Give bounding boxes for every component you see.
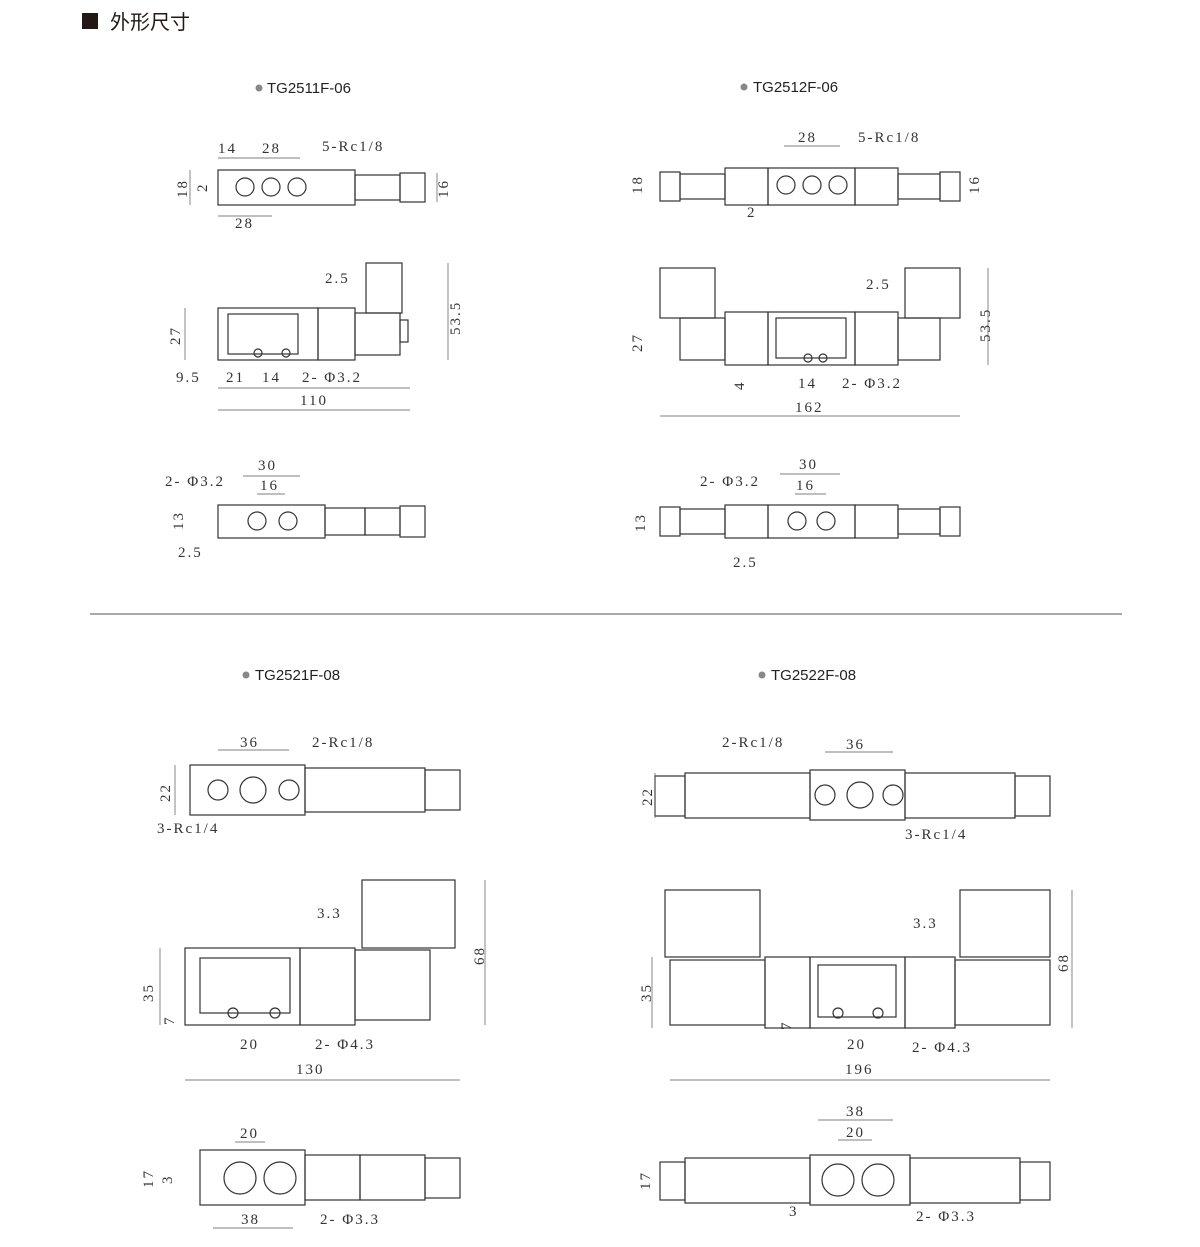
model-tg2511f-06: TG2511F-06 14 28 5-Rc1/8 18 2 16 28 [165, 80, 464, 561]
dim-label: 14 [798, 376, 817, 392]
bullet-icon [740, 83, 748, 91]
model-tg2512f-06: TG2512F-06 28 5-Rc1/8 18 16 2 [630, 79, 994, 571]
dim-label: 4 [732, 381, 748, 391]
dim-label: 68 [1056, 953, 1072, 972]
dim-label: 21 [226, 370, 245, 386]
top-view: 28 5-Rc1/8 18 16 2 [630, 130, 983, 221]
dim-label: 20 [240, 1037, 259, 1053]
dim-label: 5-Rc1/8 [322, 139, 384, 155]
dim-label: 196 [845, 1062, 874, 1078]
bottom-view: 20 17 3 38 2- Φ3.3 [141, 1126, 461, 1229]
model-name: TG2521F-08 [255, 667, 340, 684]
dim-label: 2.5 [733, 555, 758, 571]
front-view: 2.5 53.5 27 4 14 2- Φ3.2 162 [630, 267, 994, 417]
section-header: 外形尺寸 [82, 6, 190, 35]
square-bullet-icon [82, 12, 98, 29]
front-view: 2.5 53.5 27 9.5 21 14 2- Φ3.2 110 [168, 262, 464, 411]
dim-label: 3.3 [317, 906, 342, 922]
dim-label: 162 [795, 400, 824, 416]
bottom-view: 30 2- Φ3.2 16 13 2.5 [165, 458, 426, 561]
dim-label: 28 [235, 216, 254, 232]
dim-label: 3 [789, 1204, 799, 1220]
dim-label: 16 [260, 478, 279, 494]
bottom-view: 30 2- Φ3.2 16 13 2.5 [633, 457, 961, 571]
top-view: 14 28 5-Rc1/8 18 2 16 28 [175, 139, 452, 232]
dim-label: 130 [296, 1062, 325, 1078]
dim-label: 2.5 [866, 277, 891, 293]
front-view: 3.3 68 35 7 20 2- Φ4.3 130 [141, 879, 488, 1081]
dim-label: 16 [967, 175, 983, 194]
model-tg2521f-08: TG2521F-08 36 2-Rc1/8 22 3-Rc1/4 3.3 68 … [141, 667, 488, 1229]
dim-label: 20 [846, 1125, 865, 1141]
bullet-icon [758, 671, 766, 679]
dim-label: 38 [241, 1212, 260, 1228]
dim-label: 14 [262, 370, 281, 386]
dim-label: 2 [195, 183, 211, 193]
dim-label: 28 [798, 130, 817, 146]
bottom-view: 38 20 17 3 2- Φ3.3 [638, 1104, 1051, 1225]
dim-label: 36 [240, 735, 259, 751]
model-name: TG2512F-06 [753, 79, 838, 96]
dim-label: 68 [472, 946, 488, 965]
top-view: 2-Rc1/8 36 22 3-Rc1/4 [640, 735, 1051, 843]
dim-label: 2 [747, 205, 757, 221]
dim-label: 2- Φ3.3 [320, 1212, 380, 1228]
top-view: 36 2-Rc1/8 22 3-Rc1/4 [157, 735, 461, 837]
dim-label: 2-Rc1/8 [722, 735, 784, 751]
bullet-icon [255, 84, 263, 92]
model-tg2522f-08: TG2522F-08 2-Rc1/8 36 22 3-Rc1/4 [638, 667, 1073, 1225]
dim-label: 17 [638, 1171, 654, 1190]
dim-label: 36 [846, 737, 865, 753]
dim-label: 16 [436, 179, 452, 198]
dim-label: 2.5 [325, 271, 350, 287]
dim-label: 53.5 [448, 301, 464, 335]
dim-label: 2- Φ3.2 [842, 376, 902, 392]
dim-label: 16 [796, 478, 815, 494]
dim-label: 3 [160, 1175, 176, 1185]
dim-label: 3.3 [913, 916, 938, 932]
dim-label: 7 [779, 1021, 795, 1031]
dim-label: 7 [162, 1016, 178, 1026]
dim-label: 20 [240, 1126, 259, 1142]
dim-label: 5-Rc1/8 [858, 130, 920, 146]
dim-label: 2- Φ3.2 [302, 370, 362, 386]
dim-label: 18 [175, 179, 191, 198]
dim-label: 17 [141, 1169, 157, 1188]
dim-label: 2.5 [178, 545, 203, 561]
dim-label: 27 [630, 333, 646, 352]
dim-label: 53.5 [978, 308, 994, 342]
dim-label: 38 [846, 1104, 865, 1120]
model-name: TG2511F-06 [267, 80, 351, 97]
section-title: 外形尺寸 [110, 12, 190, 34]
dim-label: 30 [258, 458, 277, 474]
dim-label: 2- Φ4.3 [912, 1040, 972, 1056]
dim-label: 2- Φ4.3 [315, 1037, 375, 1053]
dim-label: 28 [262, 141, 281, 157]
dim-label: 2-Rc1/8 [312, 735, 374, 751]
bullet-icon [242, 671, 250, 679]
dim-label: 30 [799, 457, 818, 473]
front-view: 3.3 68 35 7 20 2- Φ4.3 196 [639, 889, 1073, 1081]
dim-label: 13 [633, 513, 649, 532]
dim-label: 9.5 [176, 370, 201, 386]
dim-label: 110 [300, 393, 328, 409]
dim-label: 14 [218, 141, 237, 157]
dim-label: 3-Rc1/4 [905, 827, 967, 843]
model-name: TG2522F-08 [771, 667, 856, 684]
dim-label: 35 [639, 983, 655, 1002]
dim-label: 13 [171, 511, 187, 530]
dim-label: 3-Rc1/4 [157, 821, 219, 837]
dim-label: 35 [141, 983, 157, 1002]
dim-label: 22 [640, 787, 656, 806]
dim-label: 2- Φ3.3 [916, 1209, 976, 1225]
dim-label: 2- Φ3.2 [165, 474, 225, 490]
dim-label: 20 [847, 1037, 866, 1053]
dim-label: 2- Φ3.2 [700, 474, 760, 490]
dim-label: 18 [630, 175, 646, 194]
dim-label: 27 [168, 326, 184, 345]
dim-label: 22 [158, 783, 174, 802]
